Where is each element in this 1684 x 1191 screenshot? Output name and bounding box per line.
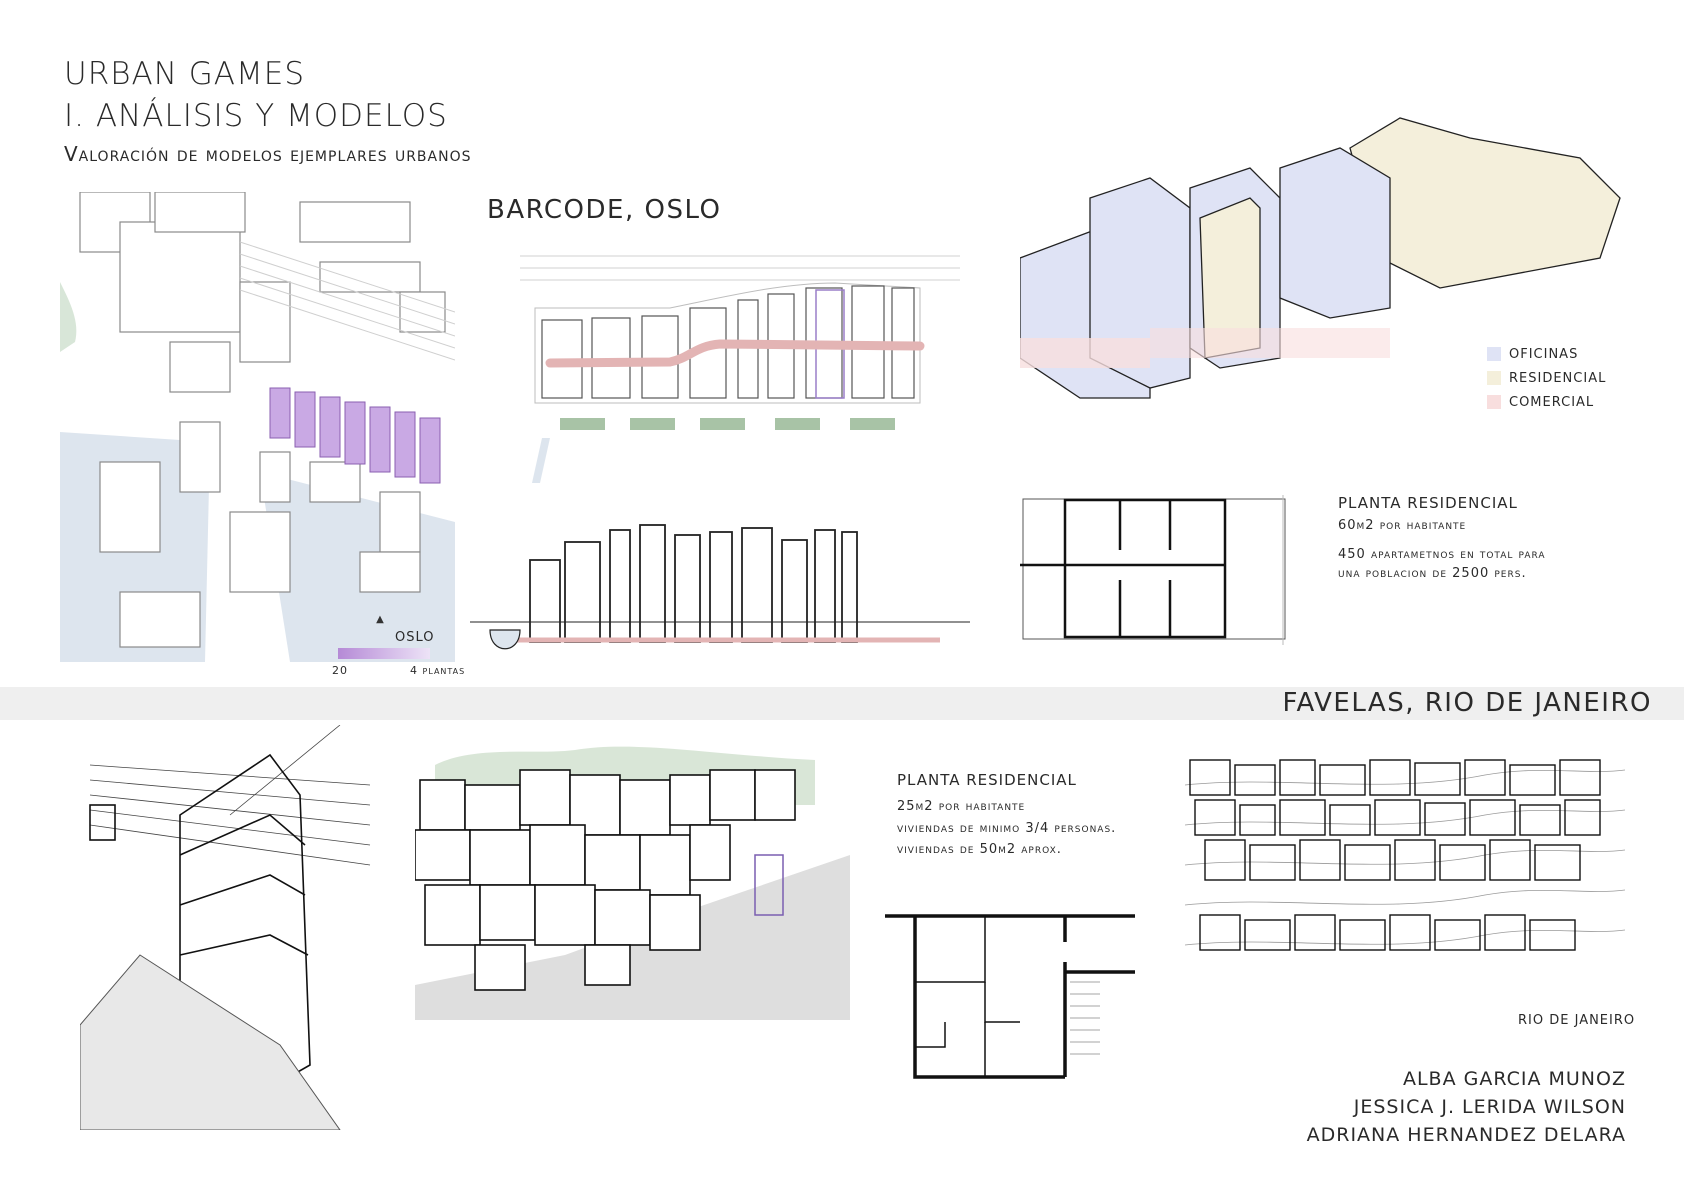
- author-name: ADRIANA HERNANDEZ DELARA: [1306, 1124, 1626, 1146]
- legend-label: RESIDENCIAL: [1509, 370, 1607, 386]
- oslo-site-map: ▲: [60, 192, 455, 662]
- legend-item-offices: OFICINAS: [1487, 342, 1606, 366]
- legend-label: COMERCIAL: [1509, 394, 1595, 410]
- favelas-plan-line3: viviendas de 50m2 aprox.: [897, 842, 1062, 857]
- legend-item-residential: RESIDENCIAL: [1487, 366, 1606, 390]
- barcode-axonometric: [1020, 117, 1621, 399]
- legend-item-commercial: COMERCIAL: [1487, 390, 1606, 414]
- section-band: [0, 687, 1684, 720]
- page-caption: Valoración de modelos ejemplares urbanos: [64, 142, 472, 166]
- legend-swatch: [1487, 347, 1501, 361]
- favela-perspective-sketch: [80, 725, 371, 1130]
- favelas-title: FAVELAS, RIO DE JANEIRO: [1282, 688, 1652, 718]
- author-list: ALBA GARCIA MUNOZ JESSICA J. LERIDA WILS…: [1200, 1068, 1626, 1146]
- barcode-plan-line3: una poblacion de 2500 pers.: [1338, 566, 1527, 581]
- rio-map: [1185, 759, 1625, 951]
- legend-label: OFICINAS: [1509, 346, 1579, 362]
- page-title: URBAN GAMES: [64, 56, 306, 92]
- favelas-plan-line1: 25m2 por habitante: [897, 799, 1026, 814]
- scale-min-label: 20: [332, 664, 348, 677]
- favela-floor-plan: [885, 914, 1135, 1079]
- barcode-plan-line2: 450 apartametnos en total para: [1338, 547, 1546, 562]
- rio-map-label: RIO DE JANEIRO: [1518, 1013, 1636, 1028]
- barcode-section: [470, 524, 970, 650]
- svg-text:▲: ▲: [376, 614, 384, 625]
- favela-section: [415, 746, 850, 1020]
- author-name: ALBA GARCIA MUNOZ: [1402, 1068, 1626, 1090]
- legend-swatch: [1487, 371, 1501, 385]
- height-scale-bar: [338, 648, 430, 659]
- favelas-plan-title: PLANTA RESIDENCIAL: [897, 771, 1077, 789]
- scale-max-label: 4 plantas: [410, 664, 466, 677]
- barcode-plan-title: PLANTA RESIDENCIAL: [1338, 494, 1518, 512]
- use-legend: OFICINAS RESIDENCIAL COMERCIAL: [1487, 342, 1606, 414]
- barcode-title: BARCODE, OSLO: [487, 195, 722, 225]
- author-name: JESSICA J. LERIDA WILSON: [1353, 1096, 1626, 1118]
- oslo-map-label: OSLO: [395, 630, 435, 645]
- favelas-plan-line2: viviendas de minimo 3/4 personas.: [897, 821, 1117, 836]
- barcode-floor-plan: [1020, 495, 1286, 645]
- legend-swatch: [1487, 395, 1501, 409]
- page-subtitle: I. ANÁLISIS Y MODELOS: [64, 98, 448, 134]
- barcode-plan-line1: 60m2 por habitante: [1338, 518, 1467, 533]
- barcode-site-plan: [520, 255, 960, 483]
